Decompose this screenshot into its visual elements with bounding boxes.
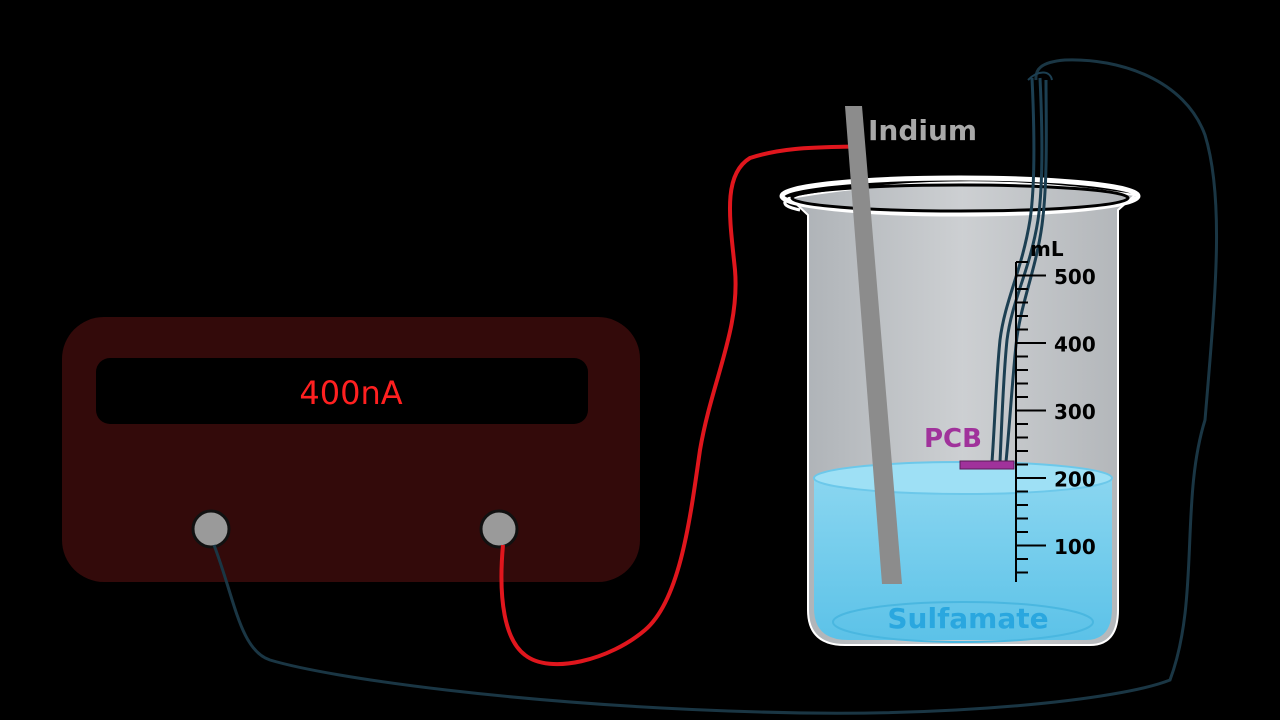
solution-label: Sulfamate <box>887 602 1048 635</box>
pcb-label: PCB <box>924 424 982 454</box>
beaker-rim-inner <box>790 183 1130 213</box>
positive-wire <box>499 144 866 667</box>
meter-reading: 400nA <box>299 374 402 412</box>
meter-body <box>62 317 640 582</box>
meter-terminal-negative[interactable] <box>191 509 231 549</box>
ammeter: 400nA <box>62 317 640 582</box>
scale-tick-label: 400 <box>1054 333 1096 357</box>
pcb-holder-wires <box>990 71 1053 463</box>
unit-label: mL <box>1030 237 1064 261</box>
pcb-sample <box>959 460 1015 470</box>
scale-tick-label: 500 <box>1054 265 1096 289</box>
meter-terminal-positive[interactable] <box>479 509 519 549</box>
scale-tick-label: 100 <box>1054 535 1096 559</box>
beaker-spout <box>783 196 801 212</box>
liquid-bottom <box>832 601 1094 643</box>
beaker-scale: 500 400 300 200 100 <box>1015 261 1096 582</box>
indium-electrode <box>845 106 902 584</box>
scale-tick-label: 200 <box>1054 468 1096 492</box>
negative-wire <box>212 58 1219 715</box>
indium-label: Indium <box>868 114 977 147</box>
beaker-rim <box>779 175 1141 217</box>
scale-tick-label: 300 <box>1054 400 1096 424</box>
meter-display <box>96 358 588 424</box>
